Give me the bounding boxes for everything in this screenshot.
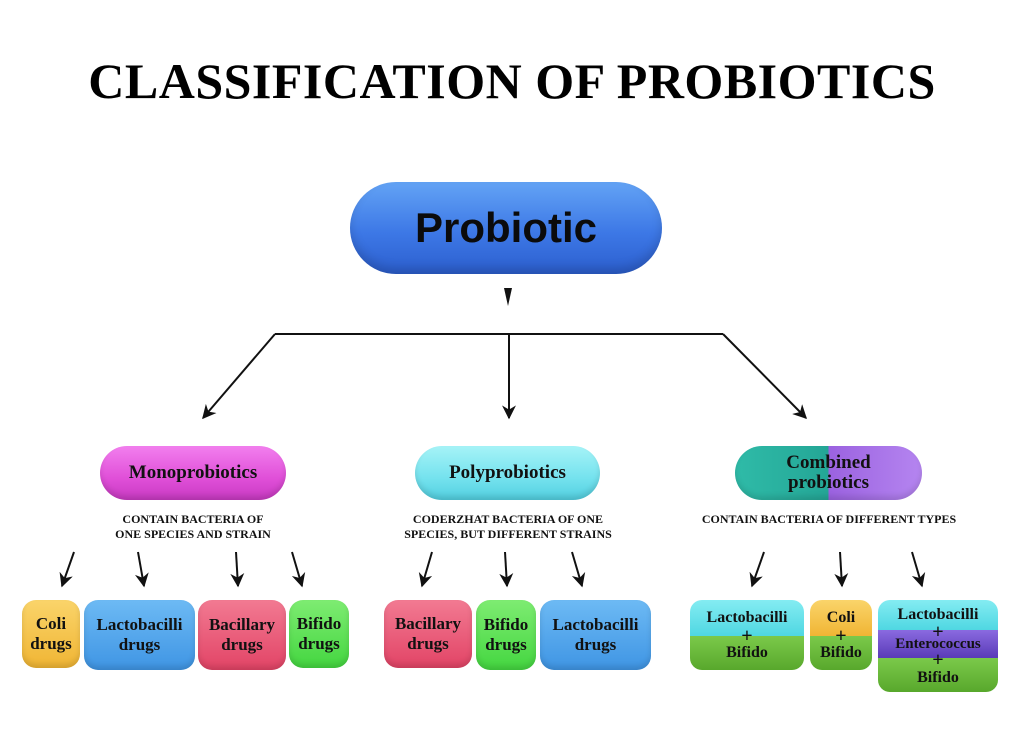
root-label: Probiotic (414, 204, 597, 251)
root-node-probiotic: Probiotic (350, 182, 662, 274)
drug-lactobacilli-bifido: Lactobacilli Bifido + (690, 600, 804, 670)
category-polyprobiotics: Polyprobiotics (415, 446, 600, 500)
category-monoprobiotics: Monoprobiotics (100, 446, 286, 500)
category-label: Monoprobiotics (128, 462, 258, 483)
category-description-poly: CODERZHAT BACTERIA OF ONE SPECIES, BUT D… (404, 512, 612, 541)
category-description-combined: CONTAIN BACTERIA OF DIFFERENT TYPES (701, 512, 957, 526)
category-description-mono: CONTAIN BACTERIA OF ONE SPECIES AND STRA… (115, 512, 271, 541)
drug-coli-bifido: Coli Bifido + (810, 600, 872, 670)
page-title: CLASSIFICATION OF PROBIOTICS (88, 53, 936, 109)
arrow-to-mono (202, 333, 276, 420)
category-combined-probiotics: Combined probiotics (735, 446, 922, 500)
category-label: Polyprobiotics (449, 462, 566, 483)
root-pointer (504, 288, 512, 306)
drug-lactobacilli-enterococcus-bifido: Lactobacilli Enterococcus Bifido + + (878, 600, 998, 692)
arrow-to-combined (722, 333, 807, 419)
